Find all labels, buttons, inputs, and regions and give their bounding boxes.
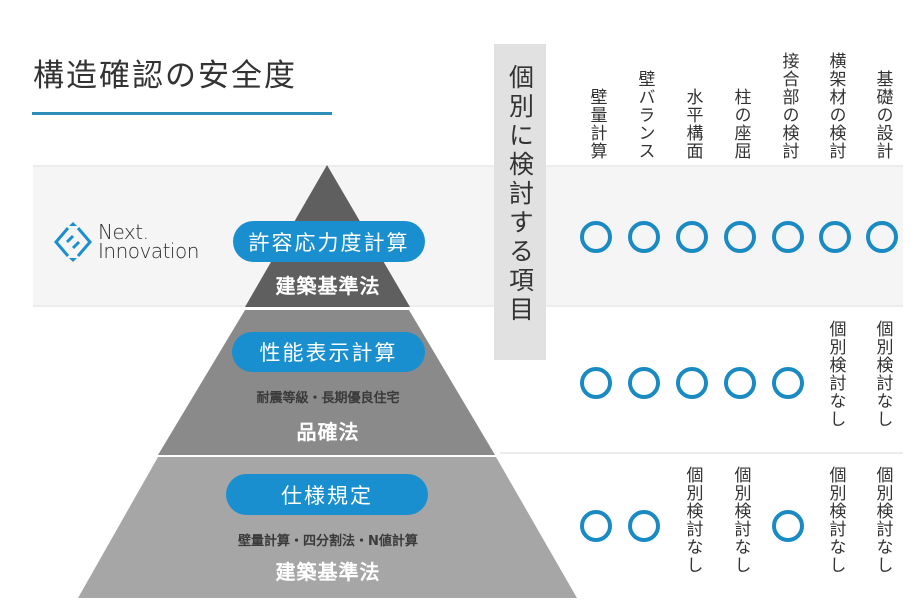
- no-individual-check: 個別検討なし: [720, 466, 760, 592]
- column-header-column-buckling: 柱の座屈: [725, 88, 755, 160]
- check-circle-icon: [815, 221, 855, 253]
- check-circle-icon: [672, 367, 712, 399]
- page-title: 構造確認の安全度: [33, 58, 297, 94]
- check-circle-icon: [768, 510, 808, 542]
- no-individual-check-text: 個別検討なし: [825, 320, 846, 428]
- tier1-row-band: [33, 165, 903, 307]
- column-header-label: 壁量計算: [586, 88, 607, 160]
- column-header-label: 水平構面: [682, 88, 703, 160]
- check-circle-icon: [862, 221, 902, 253]
- tier3-detail: 壁量計算・四分割法・N値計算: [238, 534, 418, 549]
- tier1-law: 建築基準法: [275, 274, 381, 298]
- no-individual-check-text: 個別検討なし: [872, 466, 893, 574]
- no-individual-check-text: 個別検討なし: [825, 466, 846, 574]
- tier3-law: 建築基準法: [275, 560, 381, 584]
- column-header-label: 横架材の検討: [825, 52, 846, 160]
- no-individual-check: 個別検討なし: [815, 466, 855, 592]
- column-header-horizontal-plane: 水平構面: [677, 88, 707, 160]
- brand-name: Next. Innovation: [98, 220, 199, 263]
- individual-check-label: 個別に検討する項目: [494, 44, 546, 360]
- check-circle-icon: [624, 221, 664, 253]
- tier2-law: 品確法: [296, 420, 360, 444]
- column-header-label: 基礎の設計: [872, 70, 893, 160]
- no-individual-check: 個別検討なし: [862, 466, 902, 592]
- brand-logo: Next. Innovation: [52, 220, 199, 264]
- check-circle-icon: [768, 367, 808, 399]
- no-individual-check: 個別検討なし: [862, 320, 902, 446]
- check-circle-icon: [672, 221, 712, 253]
- check-circle-icon: [720, 367, 760, 399]
- column-header-label: 接合部の検討: [778, 52, 799, 160]
- check-circle-icon: [768, 221, 808, 253]
- pyramid-tier-3: [78, 457, 577, 598]
- check-circle-icon: [576, 510, 616, 542]
- brand-diamond-icon: [54, 222, 92, 262]
- brand-line-1: Next.: [98, 220, 149, 244]
- tier2-method-pill: 性能表示計算: [232, 332, 425, 372]
- title-underline: [32, 112, 332, 115]
- no-individual-check-text: 個別検討なし: [872, 320, 893, 428]
- no-individual-check: 個別検討なし: [815, 320, 855, 446]
- check-circle-icon: [624, 510, 664, 542]
- no-individual-check-text: 個別検討なし: [682, 466, 703, 574]
- check-circle-icon: [720, 221, 760, 253]
- check-circle-icon: [624, 367, 664, 399]
- column-header-beam-check: 横架材の検討: [820, 52, 850, 160]
- brand-line-2: Innovation: [98, 239, 199, 263]
- check-circle-icon: [576, 367, 616, 399]
- column-header-wall-quantity: 壁量計算: [581, 88, 611, 160]
- column-header-joint-check: 接合部の検討: [773, 52, 803, 160]
- individual-check-label-text: 個別に検討する項目: [505, 64, 535, 325]
- check-circle-icon: [576, 221, 616, 253]
- tier2-detail: 耐震等級・長期優良住宅: [256, 391, 400, 406]
- tier1-method-pill: 許容応力度計算: [233, 221, 425, 262]
- no-individual-check-text: 個別検討なし: [730, 466, 751, 574]
- column-header-wall-balance: 壁バランス: [629, 70, 659, 160]
- column-header-label: 柱の座屈: [730, 88, 751, 160]
- column-header-foundation-design: 基礎の設計: [867, 70, 897, 160]
- column-header-label: 壁バランス: [634, 70, 655, 160]
- tier3-method-pill: 仕様規定: [226, 474, 428, 515]
- row-separator: [500, 452, 903, 454]
- no-individual-check: 個別検討なし: [672, 466, 712, 592]
